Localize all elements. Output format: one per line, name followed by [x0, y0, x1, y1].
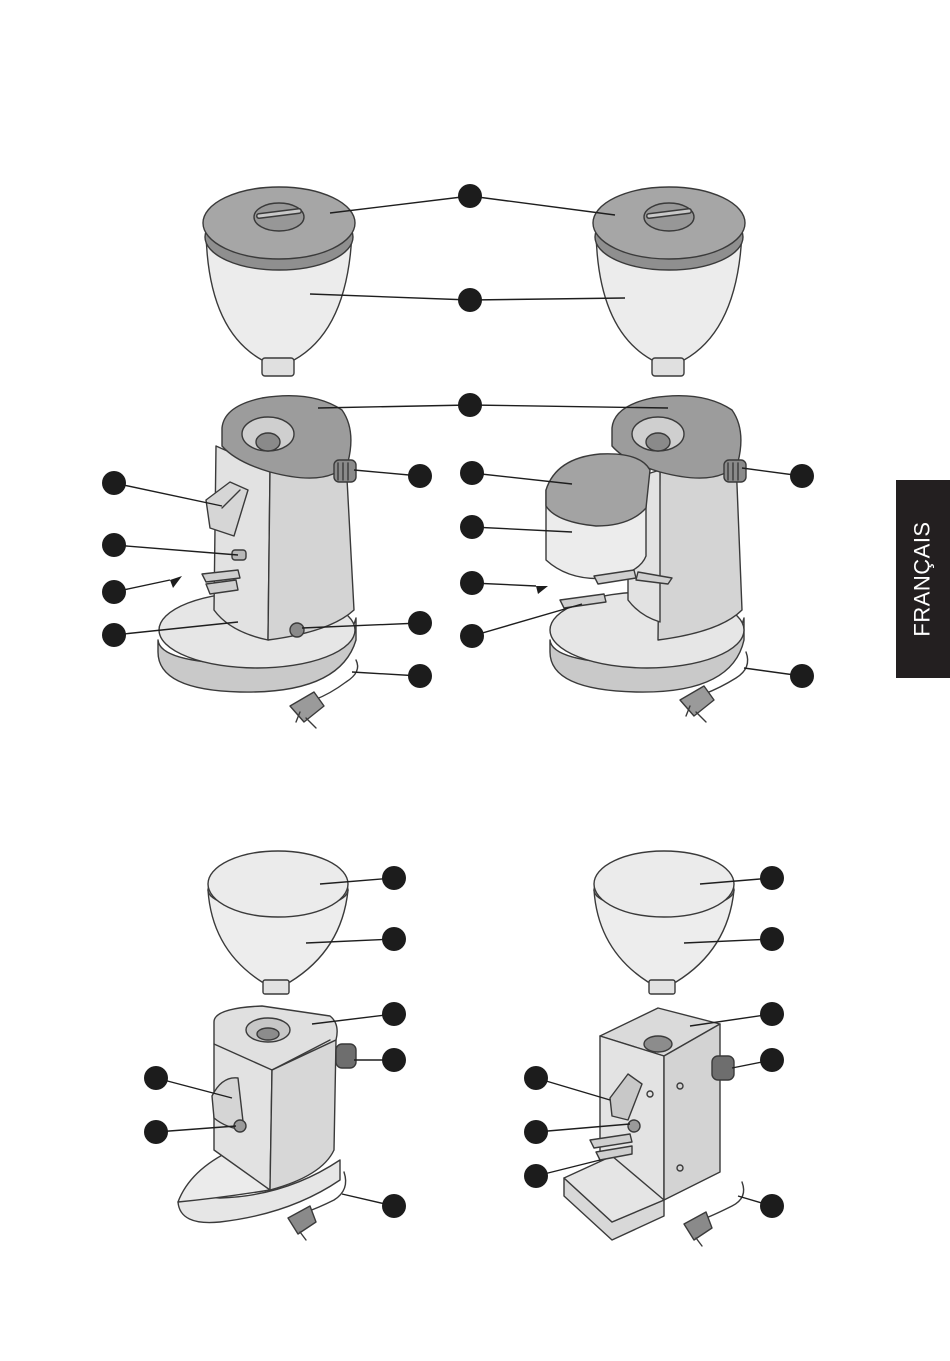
callout-dot	[144, 1120, 168, 1144]
grinder-body-top-left	[158, 396, 358, 728]
grinder-body-bottom-left	[178, 1006, 356, 1240]
callout-dot	[458, 393, 482, 417]
callout-dot	[382, 1048, 406, 1072]
callout-dot	[790, 464, 814, 488]
callout-dot	[382, 927, 406, 951]
callout-dot	[458, 184, 482, 208]
callout-dot	[524, 1066, 548, 1090]
language-tab-label: FRANÇAIS	[910, 521, 936, 636]
hopper-top-right	[593, 187, 745, 376]
callout-dot	[102, 580, 126, 604]
callout-dot	[144, 1066, 168, 1090]
callout-dot	[760, 927, 784, 951]
callout-dot	[524, 1164, 548, 1188]
callout-dot	[408, 611, 432, 635]
hopper-top-left	[203, 187, 355, 376]
callout-dot	[460, 571, 484, 595]
callout-dot	[760, 1194, 784, 1218]
callout-dot	[382, 866, 406, 890]
hopper-bottom-left	[208, 851, 348, 994]
callout-dot	[524, 1120, 548, 1144]
callout-dot	[790, 664, 814, 688]
grinder-body-top-right	[546, 396, 748, 722]
callout-dot	[760, 1002, 784, 1026]
callout-dot	[760, 1048, 784, 1072]
callout-dot	[382, 1194, 406, 1218]
callout-dot	[408, 664, 432, 688]
hopper-bottom-right	[594, 851, 734, 994]
callout-dot	[382, 1002, 406, 1026]
callout-dot	[760, 866, 784, 890]
callout-dot	[102, 533, 126, 557]
callout-dot	[102, 623, 126, 647]
callout-dot	[102, 471, 126, 495]
callout-dot	[460, 624, 484, 648]
callout-dot	[460, 515, 484, 539]
callout-dot	[460, 461, 484, 485]
language-tab: FRANÇAIS	[896, 480, 950, 678]
callout-dot	[408, 464, 432, 488]
callout-dot	[458, 288, 482, 312]
